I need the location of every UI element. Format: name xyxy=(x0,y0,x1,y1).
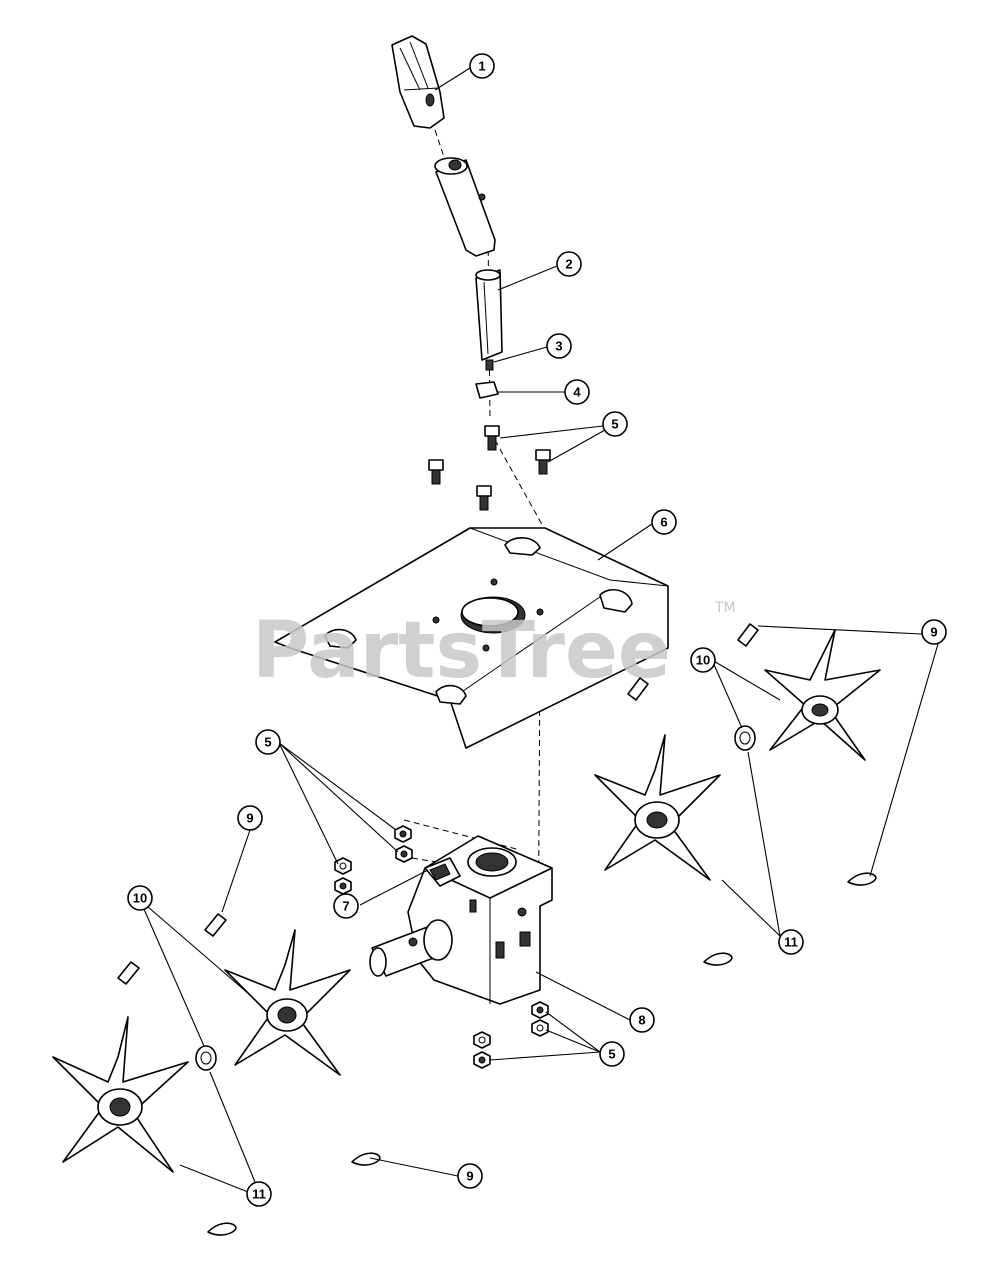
part-10-washer-left xyxy=(195,1045,217,1071)
part-5-nuts-left xyxy=(334,825,413,895)
callout-9-upper-right: 9 xyxy=(921,619,947,645)
callout-9-bottom: 9 xyxy=(457,1163,483,1189)
svg-text:1: 1 xyxy=(478,59,485,74)
svg-text:5: 5 xyxy=(264,735,271,750)
tine-lower-left xyxy=(52,1016,189,1173)
part-8-gearbox xyxy=(407,835,553,1005)
svg-text:9: 9 xyxy=(466,1169,473,1184)
svg-text:11: 11 xyxy=(252,1187,266,1202)
tine-upper-right xyxy=(764,629,881,761)
watermark-text: PartsTree xyxy=(252,606,671,696)
svg-text:2: 2 xyxy=(565,257,572,272)
callout-4: 4 xyxy=(564,379,590,405)
handle-tube xyxy=(434,157,496,257)
svg-text:9: 9 xyxy=(930,625,937,640)
svg-text:5: 5 xyxy=(611,417,618,432)
svg-text:10: 10 xyxy=(133,891,147,906)
part-2-upright-tube xyxy=(475,269,503,361)
leader-lines xyxy=(139,67,939,1193)
callout-5-left: 5 xyxy=(255,729,281,755)
callout-5-top: 5 xyxy=(602,411,628,437)
part-5-nuts-bottom xyxy=(473,1001,549,1069)
svg-text:6: 6 xyxy=(660,515,667,530)
watermark-trademark: TM xyxy=(714,600,736,616)
part-3-pin xyxy=(485,359,494,371)
callout-2: 2 xyxy=(556,251,582,277)
part-6-mounting-plate xyxy=(274,527,669,749)
svg-text:5: 5 xyxy=(608,1047,615,1062)
svg-text:3: 3 xyxy=(555,339,562,354)
svg-text:11: 11 xyxy=(784,935,798,950)
tine-middle-right xyxy=(594,734,721,881)
callout-10-left: 10 xyxy=(127,885,153,911)
callout-3: 3 xyxy=(546,333,572,359)
svg-text:4: 4 xyxy=(573,385,581,400)
callout-10-right: 10 xyxy=(690,647,716,673)
part-5-bolts-top xyxy=(428,425,551,511)
part-9-hairpin-clips xyxy=(207,872,877,1236)
callout-5-bottom: 5 xyxy=(599,1041,625,1067)
svg-text:8: 8 xyxy=(638,1013,645,1028)
tine-middle-left xyxy=(224,929,351,1076)
axle-shaft xyxy=(369,919,453,977)
part-9-clevis-pin-upper xyxy=(117,623,759,985)
svg-text:9: 9 xyxy=(246,811,253,826)
part-1-clevis-shaft xyxy=(391,35,445,129)
callout-1: 1 xyxy=(469,53,495,79)
callout-11-right: 11 xyxy=(778,929,804,955)
part-7-input-fitting xyxy=(424,857,461,887)
callout-6: 6 xyxy=(651,509,677,535)
svg-text:10: 10 xyxy=(696,653,710,668)
part-10-washer-right xyxy=(734,725,756,751)
callout-11-left: 11 xyxy=(246,1181,272,1207)
part-4-clip xyxy=(475,381,499,399)
callout-9-left: 9 xyxy=(237,805,263,831)
callout-7: 7 xyxy=(333,893,359,919)
svg-text:7: 7 xyxy=(342,899,349,914)
callout-8: 8 xyxy=(629,1007,655,1033)
